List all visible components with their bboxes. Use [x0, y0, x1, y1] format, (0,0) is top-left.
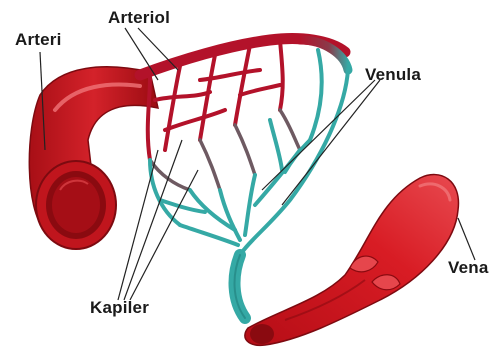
venule-vessel — [235, 255, 245, 318]
label-arteri: Arteri — [15, 30, 62, 50]
venous-capillaries — [150, 50, 348, 255]
vein-vessel — [245, 175, 459, 346]
label-venula: Venula — [365, 65, 421, 85]
venula-leader-1 — [262, 80, 375, 190]
kapiler-leader-1 — [118, 150, 158, 300]
label-kapiler: Kapiler — [90, 298, 149, 318]
label-vena: Vena — [448, 258, 489, 278]
vena-leader — [458, 218, 475, 260]
arterial-capillaries — [148, 40, 283, 160]
label-arteriol: Arteriol — [108, 8, 170, 28]
